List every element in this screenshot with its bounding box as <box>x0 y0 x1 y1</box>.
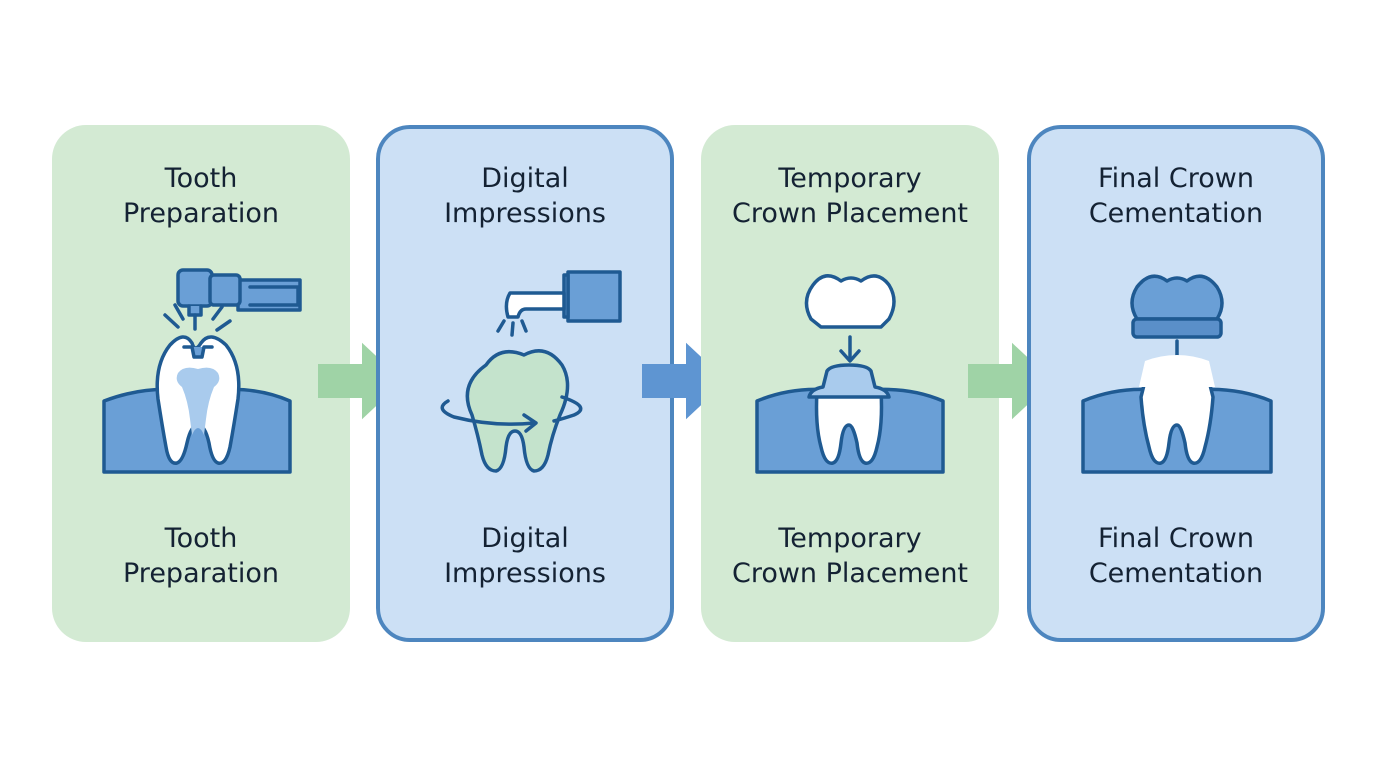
final-crown-icon <box>1081 274 1273 474</box>
step-caption: Temporary Crown Placement <box>731 523 969 589</box>
step-title: Tooth Preparation <box>123 163 279 229</box>
drill-icon <box>102 268 302 474</box>
step-card-tooth-preparation: Tooth Preparation <box>52 125 350 642</box>
step-title: Final Crown Cementation <box>1088 163 1264 229</box>
step-card-digital-impressions: Digital Impressions Digital Impressions <box>376 125 674 642</box>
scanner-icon <box>440 270 622 473</box>
step-title: Temporary Crown Placement <box>731 163 969 229</box>
step-caption: Digital Impressions <box>444 523 606 589</box>
step-card-temporary-crown: Temporary Crown Placement Temporary Crow… <box>701 125 999 642</box>
step-caption: Tooth Preparation <box>123 523 279 589</box>
step-title: Digital Impressions <box>444 163 606 229</box>
temporary-crown-icon <box>755 274 945 474</box>
step-card-final-crown: Final Crown Cementation Final Crown Ceme… <box>1027 125 1325 642</box>
step-caption: Final Crown Cementation <box>1088 523 1264 589</box>
